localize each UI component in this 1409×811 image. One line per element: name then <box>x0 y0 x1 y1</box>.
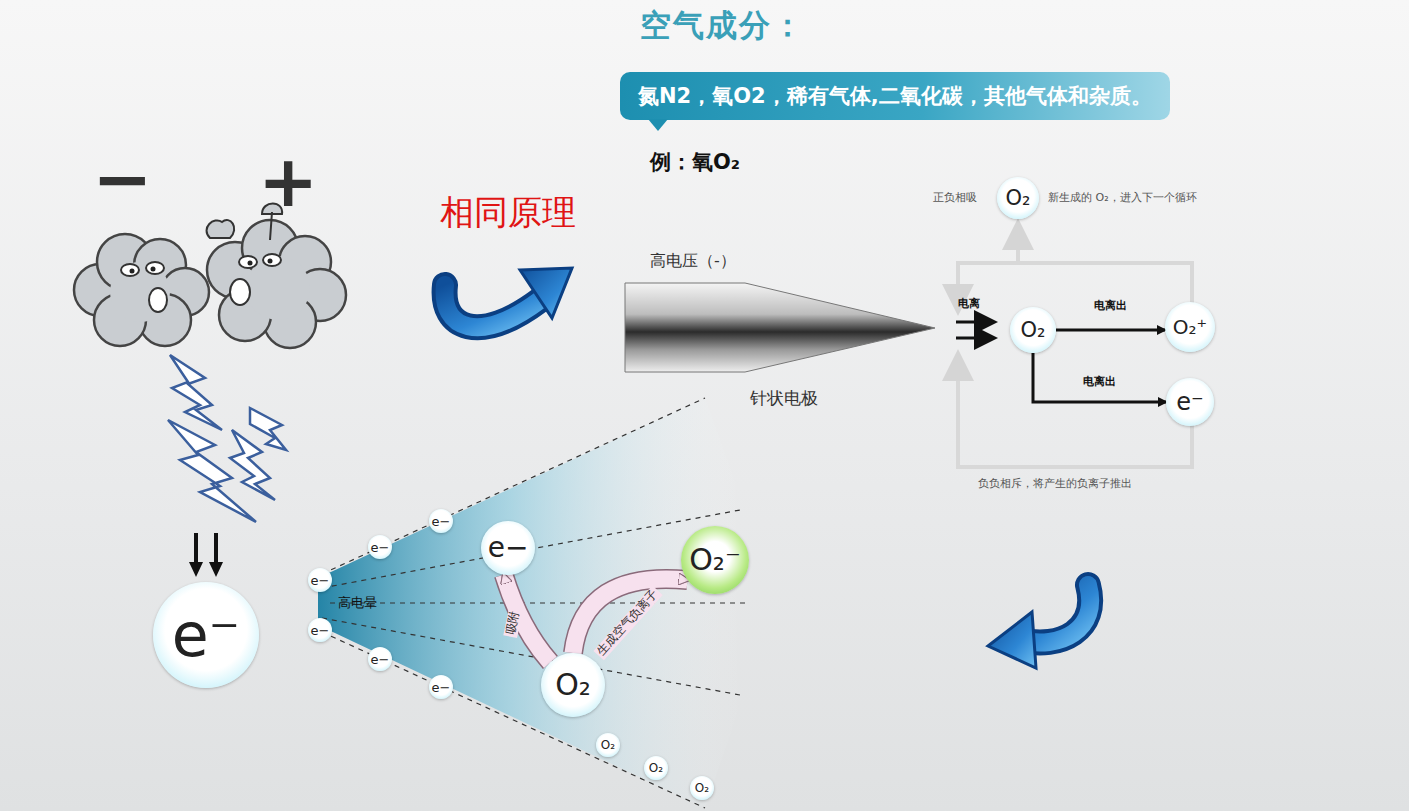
label-text: 新生成的 O₂，进入下一个循环 <box>1048 192 1197 205</box>
label-text: + <box>258 140 318 223</box>
ion-circle: O₂⁺ <box>1165 302 1215 352</box>
banner-tail-shape <box>648 119 668 131</box>
ion-text: O₂ <box>555 670 591 700</box>
ion-circle: e− <box>429 675 453 699</box>
ionize-arrow <box>1056 329 1165 332</box>
ion-text: e− <box>311 624 330 637</box>
ion-text: e− <box>311 574 330 587</box>
ion-text: O₂ <box>695 782 709 794</box>
arrow-head <box>504 575 551 663</box>
ion-text: O₂ <box>649 762 663 774</box>
ion-circle: e⁻ <box>1166 378 1214 426</box>
ion-text: e− <box>371 653 390 666</box>
label-text: 针状电极 <box>750 389 818 409</box>
ion-circle: O₂⁻ <box>681 526 749 594</box>
label-text: 电离 <box>958 298 980 311</box>
ion-circle: O₂ <box>997 177 1039 219</box>
label-text: 负负相斥，将产生的负离子推出 <box>978 478 1132 491</box>
title: 空气成分： <box>640 8 805 44</box>
ion-text: O₂⁻ <box>689 545 740 575</box>
ion-circle: O₂ <box>644 756 668 780</box>
banner-text: 氮N2，氧O2，稀有气体,二氧化碳，其他气体和杂质。 <box>638 84 1152 108</box>
ion-text: e⁻ <box>1176 390 1203 414</box>
ion-circle: e⁻ <box>153 582 259 688</box>
edge-label: 电离出 <box>1083 376 1116 389</box>
ion-text: e− <box>488 534 529 562</box>
curved-arrow-outline <box>504 575 551 663</box>
curved-arrow <box>504 575 551 663</box>
ion-text: e− <box>432 515 451 528</box>
ion-text: O₂ <box>1021 320 1046 341</box>
ion-text: O₂ <box>601 739 615 751</box>
label-text: − <box>92 138 152 221</box>
ion-circle: e− <box>308 568 332 592</box>
ion-text: e⁻ <box>172 605 241 665</box>
label-text: 高电晕 <box>338 596 377 611</box>
ion-text: O₂ <box>1006 188 1031 209</box>
label-text: 高电压（-） <box>650 252 736 270</box>
edge-label: 电离出 <box>1094 300 1127 313</box>
ion-text: e− <box>371 541 390 554</box>
ion-circle: e− <box>368 535 392 559</box>
ion-circle: O₂ <box>541 653 605 717</box>
banner-tail <box>648 119 668 131</box>
ion-circle: e− <box>429 509 453 533</box>
banner-box: 氮N2，氧O2，稀有气体,二氧化碳，其他气体和杂质。 <box>620 72 1170 120</box>
ion-circle: O₂ <box>596 733 620 757</box>
ion-circle: e− <box>368 647 392 671</box>
label-text: 相同原理 <box>440 193 576 232</box>
ion-text: O₂⁺ <box>1173 317 1207 337</box>
ion-circle: O₂ <box>690 776 714 800</box>
ionize-arrow <box>1033 353 1166 402</box>
label-text: 正负相吸 <box>933 192 977 205</box>
ion-text: e− <box>432 681 451 694</box>
ion-circle: e− <box>308 618 332 642</box>
label-text: 例：氧O₂ <box>650 150 740 174</box>
ion-circle: O₂ <box>1010 307 1056 353</box>
ion-circle: e− <box>481 521 535 575</box>
